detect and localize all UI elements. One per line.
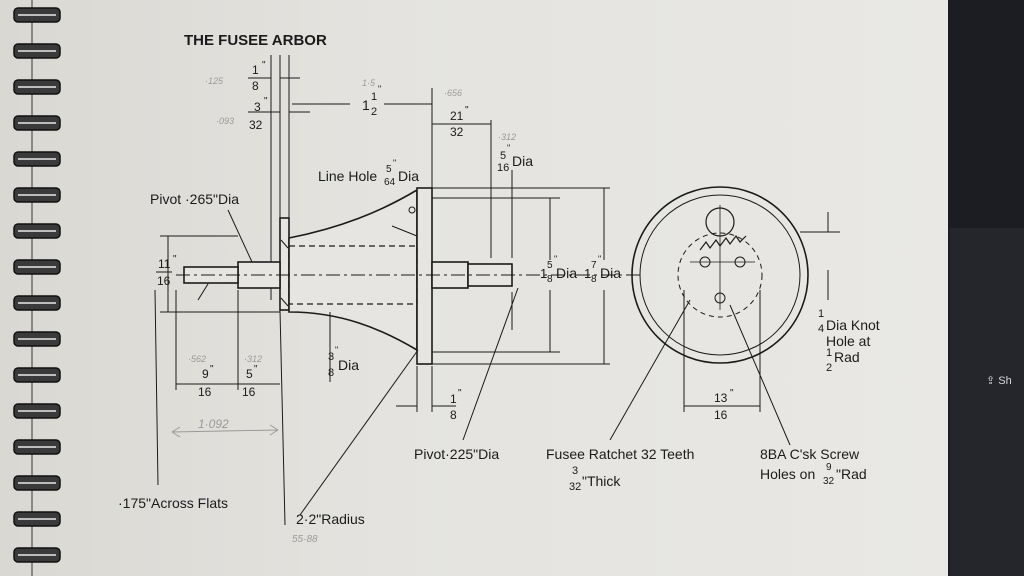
knot-hole-line1: Dia Knot [826,317,880,333]
dim-top-1-8-num: 1 [252,63,259,77]
dim-5-16-dia-text: Dia [512,153,533,169]
svg-text:16: 16 [157,274,171,288]
pivot-225-label: Pivot·225"Dia [414,446,499,462]
svg-text:": " [393,158,396,168]
svg-text:": " [507,143,510,153]
dim-1-5-8-dia-text: Dia [556,265,577,281]
svg-text:5: 5 [500,150,506,162]
share-button[interactable]: ⇪ Sh [986,374,1012,387]
svg-text:Rad: Rad [834,349,860,365]
dim-1-7-8-dia-text: Dia [600,265,621,281]
svg-text:1: 1 [826,347,832,359]
share-label: Sh [998,375,1012,387]
svg-text:": " [465,105,469,116]
svg-text:11: 11 [158,257,171,271]
screw-label-line1: 8BA C'sk Screw [760,446,860,462]
ratchet-end-view [609,186,840,446]
svg-text:": " [173,254,177,265]
svg-text:32: 32 [569,481,581,493]
dim-top-3-32-num: 3 [254,100,261,114]
svg-text:1: 1 [371,91,377,103]
svg-text:3: 3 [328,351,334,363]
svg-text:16: 16 [497,162,509,174]
radius-label: 2·2"Radius [296,511,365,527]
svg-text:3: 3 [572,465,578,477]
svg-text:8: 8 [450,408,457,422]
svg-text:1·5: 1·5 [362,78,376,88]
spiral-binding [13,0,61,576]
svg-text:8: 8 [547,274,553,285]
svg-text:·656: ·656 [444,88,462,98]
across-flats-label: ·175"Across Flats [118,495,228,511]
svg-text:55·88: 55·88 [292,534,318,545]
screen-edge [950,228,1024,576]
svg-text:1·092: 1·092 [198,417,229,431]
svg-text:9: 9 [202,367,209,381]
svg-text:5: 5 [386,164,392,175]
share-icon: ⇪ [986,375,996,387]
line-hole-label: Line Hole [318,168,377,184]
svg-text:1: 1 [450,392,457,406]
svg-text:·312: ·312 [498,132,516,142]
svg-text:13: 13 [714,391,728,405]
dim-1-half-whole: 1 [362,97,370,113]
svg-text:": " [264,96,268,107]
ratchet-label-line1: Fusee Ratchet 32 Teeth [546,446,694,462]
svg-text:1: 1 [818,308,824,320]
svg-text:": " [598,254,601,264]
svg-text:16: 16 [714,408,728,422]
dim-3-8-dia-text: Dia [338,357,359,373]
svg-text:": " [730,388,734,399]
pivot-265-label: Pivot ·265"Dia [150,191,239,207]
dim-top-3-32-den: 32 [249,118,263,132]
pencil-annotations: ·125 ·093 1·5 ·656 ·312 ·562 ·312 1·092 … [171,76,516,545]
svg-text:1: 1 [584,266,591,281]
svg-text:9: 9 [826,462,832,473]
svg-text:8: 8 [328,367,334,379]
svg-text:8: 8 [591,274,597,285]
svg-text:·562: ·562 [188,354,206,364]
svg-text:4: 4 [818,323,824,335]
svg-text:32: 32 [823,476,835,487]
drawing-title: THE FUSEE ARBOR [184,32,327,49]
svg-text:": " [262,60,266,71]
svg-text:5: 5 [547,260,553,271]
svg-text:": " [254,364,258,375]
dim-top-1-8-den: 8 [252,79,259,93]
svg-text:5: 5 [246,367,253,381]
svg-text:": " [335,345,338,355]
svg-text:·312: ·312 [244,354,262,364]
svg-text:16: 16 [198,385,212,399]
svg-text:·093: ·093 [216,116,234,126]
screw-label-line2: Holes on [760,466,815,482]
ratchet-thick-label: "Thick [582,473,621,489]
svg-text:2: 2 [371,106,377,118]
knot-hole-line2: Hole at [826,333,870,349]
arbor-side-view [154,55,640,526]
svg-text:·125: ·125 [205,76,224,86]
svg-text:": " [554,254,557,264]
svg-text:"Rad: "Rad [836,466,867,482]
dim-21-32-num: 21 [450,109,464,123]
svg-text:7: 7 [591,260,597,271]
svg-text:": " [378,84,381,94]
svg-text:": " [210,364,214,375]
svg-text:64: 64 [384,177,396,188]
svg-text:": " [458,388,462,399]
dim-21-32-den: 32 [450,125,464,139]
svg-text:2: 2 [826,362,832,374]
svg-text:Dia: Dia [398,168,419,184]
svg-text:16: 16 [242,385,256,399]
dimension-labels: 1 " 8 3 " 32 1 1 " 2 21 " 32 5 " 16 Dia … [118,60,880,527]
svg-text:1: 1 [540,266,547,281]
